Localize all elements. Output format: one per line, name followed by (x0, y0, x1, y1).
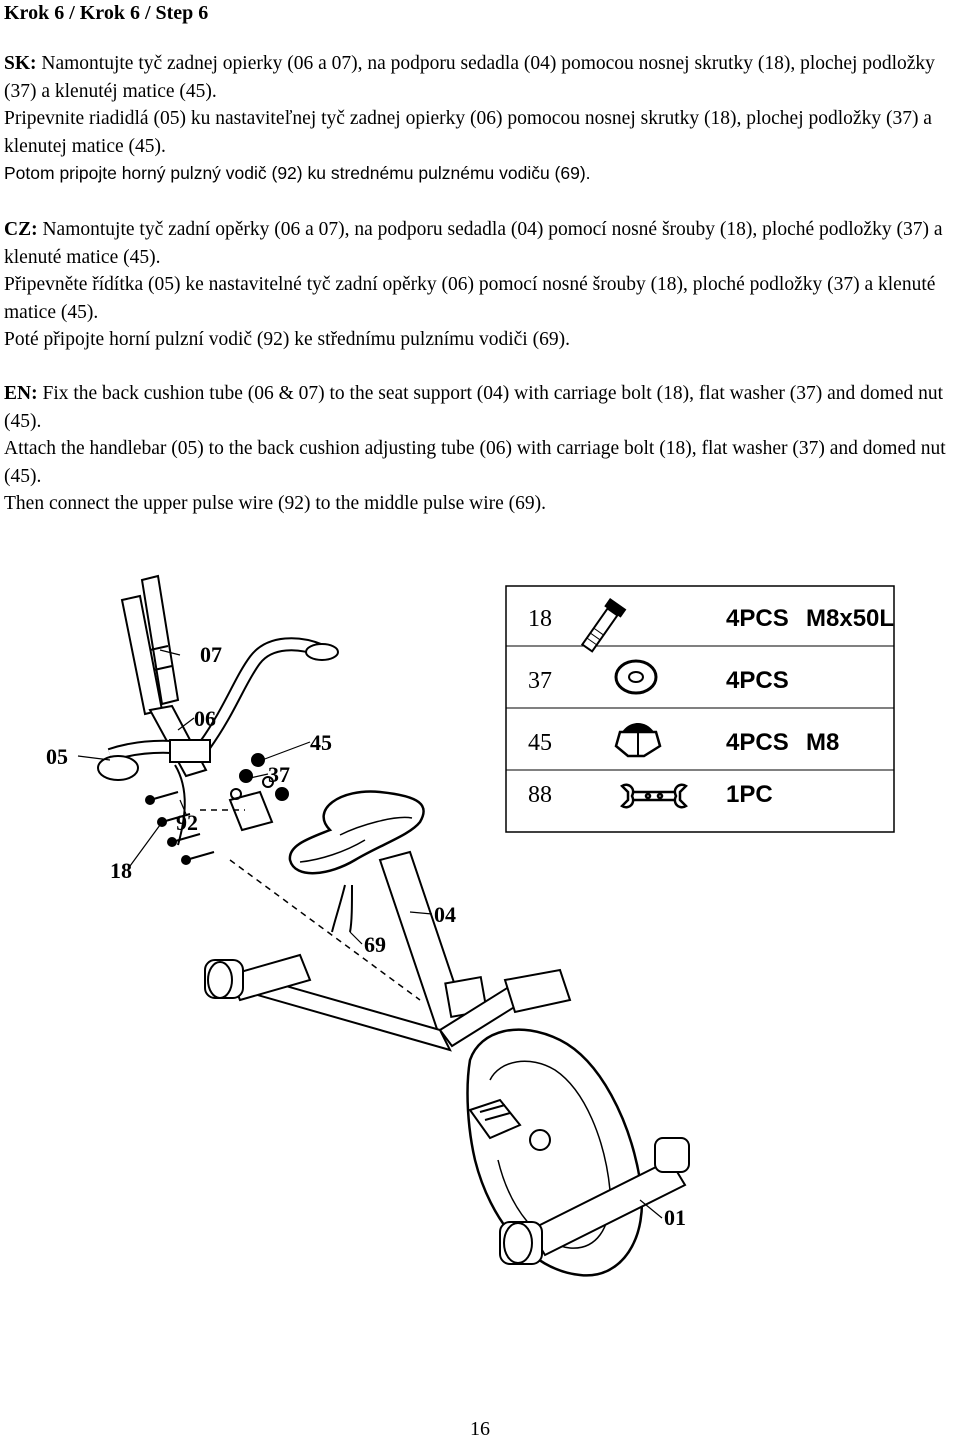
handlebar (97, 637, 339, 781)
callout-05: 05 (46, 744, 68, 769)
cz-label: CZ: (4, 219, 38, 240)
part-number: 37 (528, 668, 552, 694)
callout-45: 45 (310, 730, 332, 755)
en-paragraph-2: Attach the handlebar (05) to the back cu… (4, 438, 946, 487)
part-size: M8x50L (806, 605, 894, 632)
parts-table: 18 4PCS M8x50L 37 4PCS 45 (505, 585, 895, 833)
sk-text-1: Namontujte tyč zadnej opierky (06 a 07),… (4, 53, 935, 102)
callout-07: 07 (200, 642, 222, 667)
flat-washer-icon (614, 659, 658, 695)
pedal (468, 1098, 522, 1140)
callout-18: 18 (110, 858, 132, 883)
assembly-diagram: 07 06 05 45 37 92 18 04 69 01 18 (46, 574, 895, 1277)
nuts-washers-group (230, 753, 289, 801)
wrench-icon (620, 783, 688, 809)
cz-paragraph-2: Připevněte řídítka (05) ke nastavitelné … (4, 274, 936, 323)
callout-labels: 07 06 05 45 37 92 18 04 69 01 (46, 642, 686, 1230)
part-quantity: 1PC (726, 781, 773, 808)
back-cushion-tubes (120, 574, 180, 716)
parts-row-45: 45 4PCS M8 (528, 723, 839, 758)
en-label: EN: (4, 383, 38, 404)
en-paragraph-1: EN: Fix the back cushion tube (06 & 07) … (4, 380, 960, 435)
en-text-1: Fix the back cushion tube (06 & 07) to t… (4, 383, 944, 432)
front-stabilizer (499, 1137, 690, 1265)
callout-leader-lines (77, 649, 663, 1219)
callout-92: 92 (176, 810, 198, 835)
sk-paragraph-1: SK: Namontujte tyč zadnej opierky (06 a … (4, 50, 960, 105)
part-number: 45 (528, 730, 552, 756)
domed-nut-icon (614, 723, 662, 758)
callout-04: 04 (434, 902, 456, 927)
middle-pulse-wire (331, 884, 353, 933)
cz-paragraph-1: CZ: Namontujte tyč zadní opěrky (06 a 07… (4, 216, 960, 271)
cz-text-1: Namontujte tyč zadní opěrky (06 a 07), n… (4, 219, 943, 268)
page-number: 16 (470, 1418, 490, 1440)
instructions-sk: SK: Namontujte tyč zadnej opierky (06 a … (4, 50, 960, 188)
sk-paragraph-2: Pripevnite riadidlá (05) ku nastaviteľne… (4, 108, 932, 157)
part-quantity: 4PCS (726, 729, 789, 756)
en-paragraph-3: Then connect the upper pulse wire (92) t… (4, 493, 547, 515)
console (503, 968, 572, 1014)
callout-37: 37 (268, 762, 290, 787)
part-number: 88 (528, 782, 552, 808)
bolts-group (145, 791, 215, 865)
parts-row-18: 18 4PCS M8x50L (528, 598, 894, 653)
upper-pulse-wire (174, 764, 186, 846)
part-quantity: 4PCS (726, 667, 789, 694)
seat (288, 790, 425, 875)
part-quantity: 4PCS (726, 605, 789, 632)
exercise-bike-drawing (97, 574, 690, 1277)
rear-stabilizer (204, 953, 312, 1002)
instructions-en: EN: Fix the back cushion tube (06 & 07) … (4, 380, 960, 518)
callout-01: 01 (664, 1205, 686, 1230)
parts-row-37: 37 4PCS (528, 659, 789, 695)
carriage-bolt-icon (580, 598, 627, 653)
cz-paragraph-3: Poté připojte horní pulzní vodič (92) ke… (4, 329, 570, 351)
assembly-guide-lines (200, 809, 421, 1001)
callout-06: 06 (194, 706, 216, 731)
sk-label: SK: (4, 53, 37, 74)
step-heading: Krok 6 / Krok 6 / Step 6 (4, 2, 209, 24)
mounting-bracket (228, 790, 274, 832)
instructions-cz: CZ: Namontujte tyč zadní opěrky (06 a 07… (4, 216, 960, 354)
part-size: M8 (806, 729, 839, 756)
part-number: 18 (528, 606, 552, 632)
callout-69: 69 (364, 932, 386, 957)
sk-paragraph-3: Potom pripojte horný pulzný vodič (92) k… (4, 163, 591, 184)
parts-row-88: 88 1PC (528, 781, 773, 809)
